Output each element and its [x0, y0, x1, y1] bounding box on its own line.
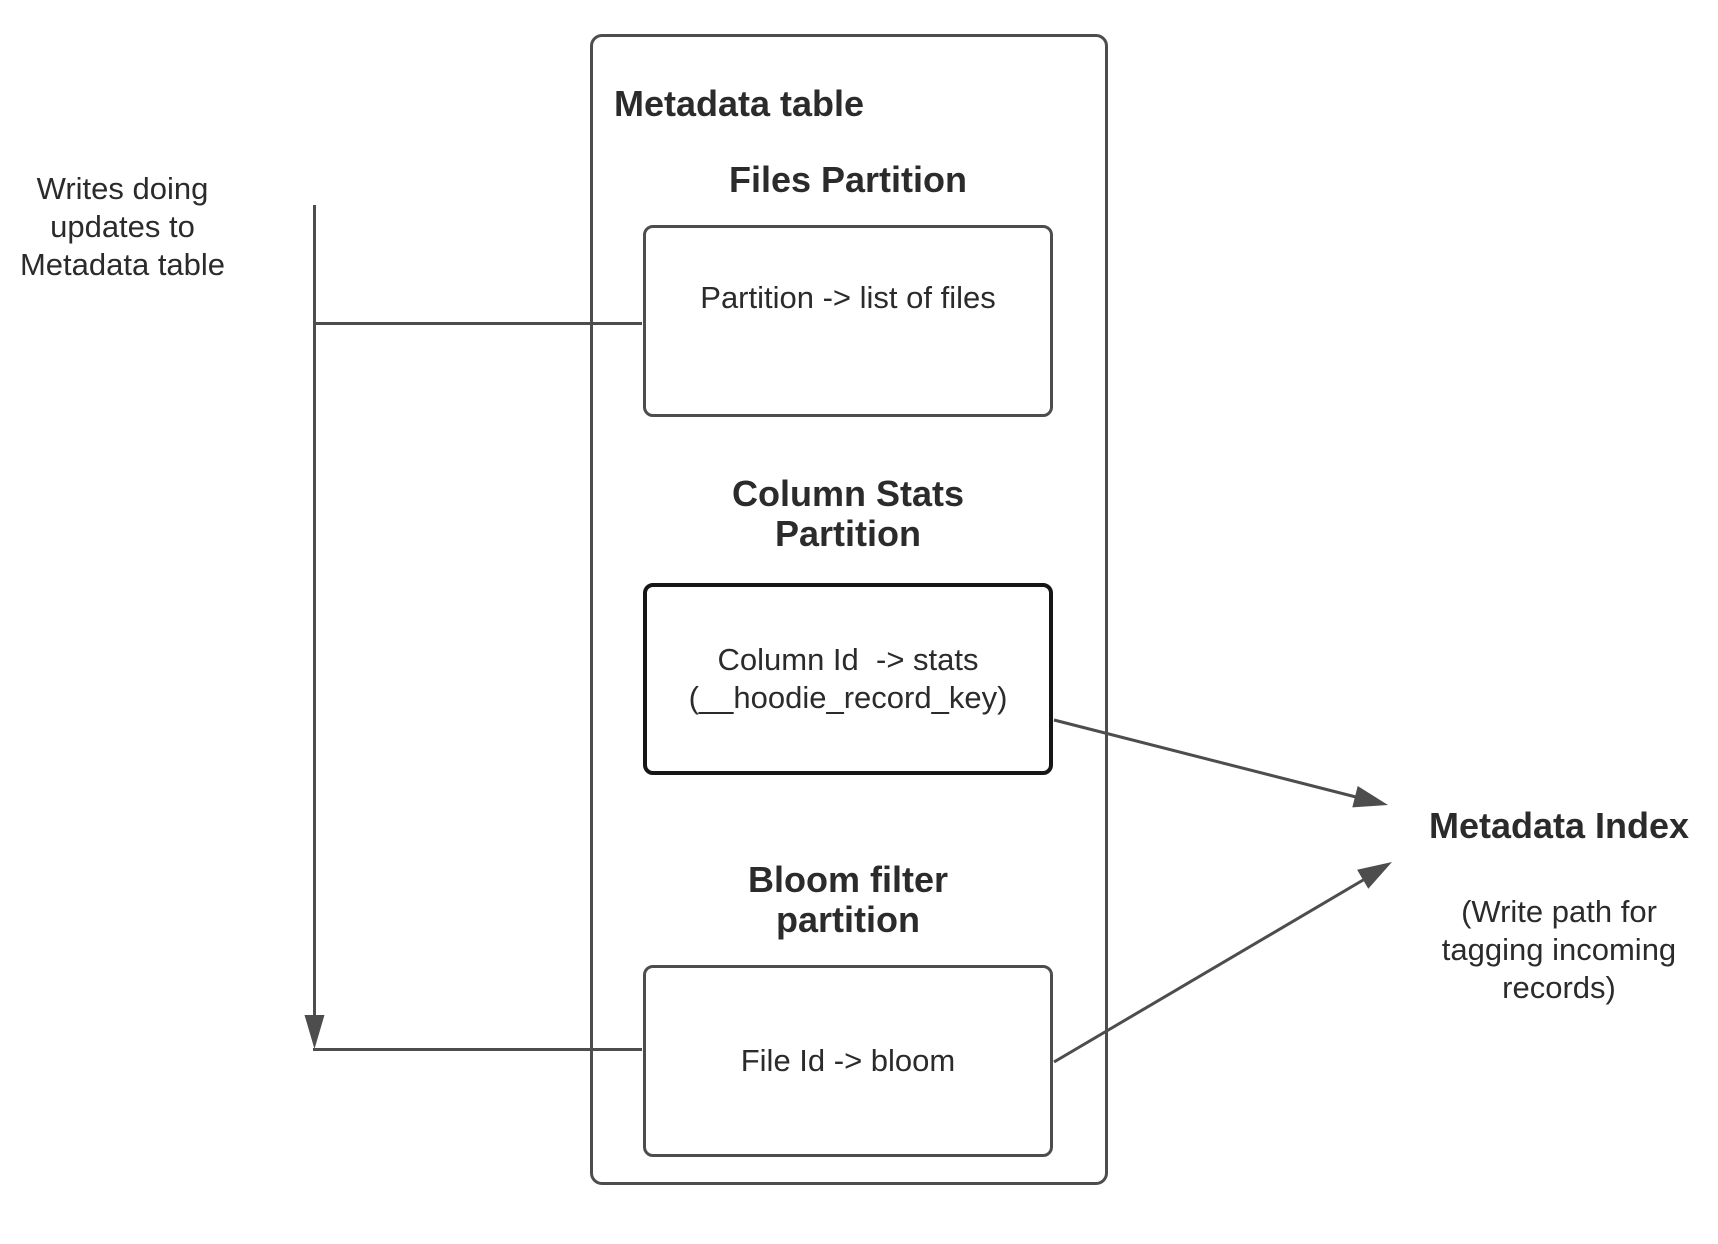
files-partition-heading: Files Partition	[643, 162, 1053, 198]
column-stats-to-index-line	[1053, 718, 1357, 799]
writes-annotation-line: updates to	[50, 209, 195, 244]
column-stats-heading-line: Partition	[774, 513, 921, 554]
writes-annotation: Writes doing updates to Metadata table	[5, 170, 240, 284]
metadata-index-caption: (Write path for tagging incoming records…	[1400, 893, 1718, 1007]
up-right-arrowhead-icon	[1357, 862, 1392, 889]
writes-annotation-line: Writes doing	[36, 171, 209, 206]
files-partition-box-text: Partition -> list of files	[700, 280, 996, 315]
metadata-table-title: Metadata table	[614, 83, 865, 124]
metadata-index-title: Metadata Index	[1428, 805, 1690, 846]
bloom-filter-partition-box: File Id -> bloom	[643, 965, 1053, 1157]
right-arrowhead-icon	[1352, 786, 1388, 808]
column-stats-box-text: Column Id -> stats	[717, 642, 979, 677]
column-stats-box-text: (__hoodie_record_key)	[688, 680, 1008, 715]
files-partition-box: Partition -> list of files	[643, 225, 1053, 417]
bloom-filter-partition-heading: Bloom filter partition	[643, 860, 1053, 940]
metadata-table-container	[590, 34, 1108, 1185]
bloom-filter-heading-line: Bloom filter	[747, 859, 948, 900]
metadata-index-caption-line: tagging incoming	[1441, 932, 1677, 967]
writes-annotation-line: Metadata table	[19, 247, 226, 282]
metadata-index-caption-line: records)	[1502, 970, 1616, 1005]
column-stats-heading-line: Column Stats	[731, 473, 964, 514]
files-partition-heading-line: Files Partition	[728, 159, 968, 200]
down-arrowhead-icon	[304, 1015, 325, 1049]
column-stats-partition-heading: Column Stats Partition	[643, 474, 1053, 554]
metadata-index-caption-line: (Write path for	[1461, 894, 1657, 929]
column-stats-partition-box: Column Id -> stats (__hoodie_record_key)	[643, 583, 1053, 775]
bloom-filter-heading-line: partition	[776, 899, 920, 940]
bloom-filter-box-text: File Id -> bloom	[740, 1043, 956, 1078]
